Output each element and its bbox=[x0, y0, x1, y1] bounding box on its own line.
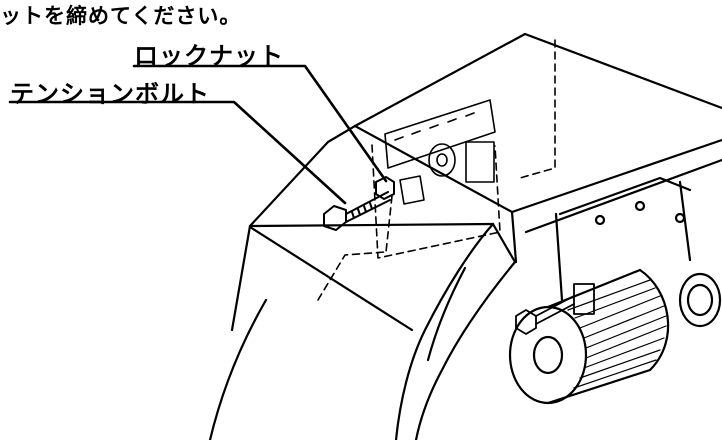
tension-bolt-leader bbox=[8, 100, 347, 205]
lock-nut-leader bbox=[132, 64, 388, 183]
tension-bolt-label: テンションボルト bbox=[10, 80, 210, 108]
instruction-caption: ットを締めてください。 bbox=[0, 4, 242, 28]
housing-icon bbox=[208, 32, 722, 440]
gear-housing bbox=[524, 158, 722, 328]
sprocket-assembly bbox=[384, 99, 496, 205]
motor-mount-bolt bbox=[515, 283, 595, 335]
tension-bolt-icon bbox=[323, 191, 391, 231]
motor-icon bbox=[508, 268, 670, 405]
lock-nut-icon bbox=[375, 176, 395, 200]
